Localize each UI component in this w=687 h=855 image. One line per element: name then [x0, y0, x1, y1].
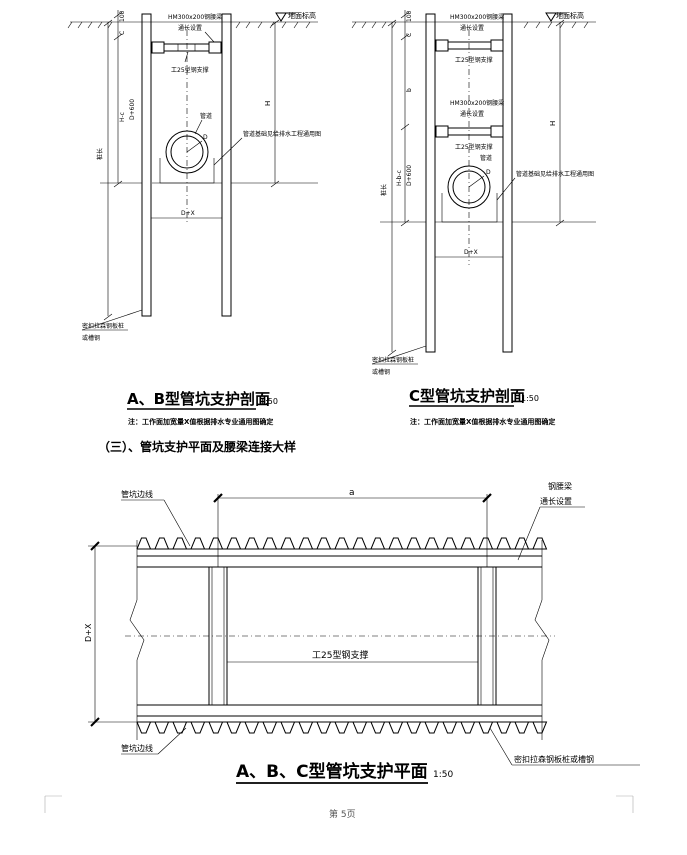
sheet-pile-top	[136, 537, 548, 550]
dim-h-c: H	[549, 121, 557, 126]
steel-strut-lower	[447, 127, 492, 136]
break-line-left	[129, 540, 145, 740]
foundation-note: 管道基础见给排水工程通用图	[243, 130, 321, 138]
strut-label-c2: 工25型钢支撑	[455, 143, 493, 151]
dim-d600-label: D+600	[129, 99, 136, 120]
plan-title: A、B、C型管坑支护平面	[236, 761, 428, 782]
break-line-right	[534, 540, 550, 740]
dim-c-c: C	[406, 33, 413, 37]
dim-d600-c: D+600	[406, 165, 413, 186]
ground-label: 地面标高	[288, 11, 316, 20]
elevation-symbol	[275, 12, 296, 22]
plan-drawing: a 工25型钢支撑 D+X 管坑边线	[84, 481, 640, 784]
foundation-note-c: 管道基础见给排水工程通用图	[516, 170, 594, 178]
steel-strut	[163, 43, 210, 52]
plan-beam-label: 钢腰梁	[548, 481, 572, 491]
dim-pile-c: 桩长	[380, 184, 388, 196]
right-section-title: C型管坑支护剖面	[409, 387, 525, 405]
sheet-pile-left	[141, 13, 152, 317]
left-section-drawing: 地面标高 HM300x200钢腰梁 通长设置 工25型钢支撑 D 管道 管道基础…	[67, 10, 321, 426]
beam-sub-label: 通长设置	[178, 24, 202, 32]
edge-top-label: 管坑边线	[121, 489, 153, 499]
left-section-note: 注：工作面加宽量X值根据排水专业通用图确定	[128, 417, 273, 426]
right-section-scale: 1:50	[521, 394, 539, 403]
pipe-outer-c	[447, 165, 491, 209]
dim-c-label: C	[119, 31, 126, 35]
sheet-pile-bottom	[136, 721, 548, 734]
beam-label-c2: HM300x200钢腰梁	[450, 99, 504, 107]
plan-beam-sub: 通长设置	[540, 496, 572, 506]
sheet-pile-right-c	[502, 13, 513, 353]
section-heading: （三）、管坑支护平面及腰梁连接大样	[98, 439, 296, 454]
beam-label-c1: HM300x200钢腰梁	[450, 13, 504, 21]
plan-strut-label: 工25型钢支撑	[312, 649, 368, 661]
strut-label-c1: 工25型钢支撑	[455, 56, 493, 64]
sheet-pile-right	[221, 13, 232, 317]
pipe-d-c: D	[486, 169, 491, 176]
dim-100-c: 100	[406, 10, 413, 22]
dim-b-c: b	[406, 88, 413, 92]
steel-strut-upper	[447, 41, 492, 50]
page-footer: 第 5页	[44, 795, 634, 820]
plan-pile-label: 密扣拉森钢板桩或槽钢	[514, 754, 594, 764]
pile-label-1: 密扣拉森钢板桩	[82, 322, 124, 330]
pipe-inner-c	[452, 170, 486, 204]
pile-label-2: 或槽钢	[82, 334, 100, 342]
pile-label-c2: 或槽钢	[372, 368, 390, 376]
dim-h-label: H	[264, 101, 272, 106]
right-section-drawing: 地面标高 HM300x200钢腰梁 通长设置 工25型钢支撑 HM300x200…	[351, 10, 596, 426]
waler-beam-left	[151, 41, 165, 54]
ground-label-c: 地面标高	[556, 11, 584, 20]
sheet-pile-left-c	[425, 13, 436, 353]
pipe-inner	[170, 135, 204, 169]
dim-a-label: a	[349, 488, 355, 498]
dim-100-label: 100	[119, 10, 126, 22]
dim-dx-c: D+X	[464, 249, 478, 256]
page-number: 第 5页	[329, 808, 356, 820]
dim-pile-label: 桩长	[96, 148, 104, 160]
strut-label: 工25型钢支撑	[171, 66, 209, 74]
pipe-label-c: 管道	[480, 154, 492, 162]
left-section-title: A、B型管坑支护剖面	[127, 390, 270, 408]
dim-hbc-c: H-b-c	[396, 170, 403, 186]
right-section-note: 注：工作面加宽量X值根据排水专业通用图确定	[410, 417, 555, 426]
edge-bottom-label: 管坑边线	[121, 743, 153, 753]
dim-dx-label: D+X	[181, 210, 195, 217]
waler-beam-right	[208, 41, 222, 54]
beam-sub-c2: 通长设置	[460, 110, 484, 118]
beam-label: HM300x200钢腰梁	[168, 13, 222, 21]
beam-sub-c1: 通长设置	[460, 24, 484, 32]
pile-label-c1: 密扣拉森钢板桩	[372, 356, 414, 364]
pipe-outer	[165, 130, 209, 174]
plan-dim-dx: D+X	[84, 623, 93, 642]
pipe-label: 管道	[200, 112, 212, 120]
left-section-scale: 1:50	[260, 397, 278, 406]
pipe-d-label: D	[203, 134, 208, 141]
dim-hc-label: H-c	[119, 112, 126, 122]
plan-scale: 1:50	[433, 770, 453, 780]
